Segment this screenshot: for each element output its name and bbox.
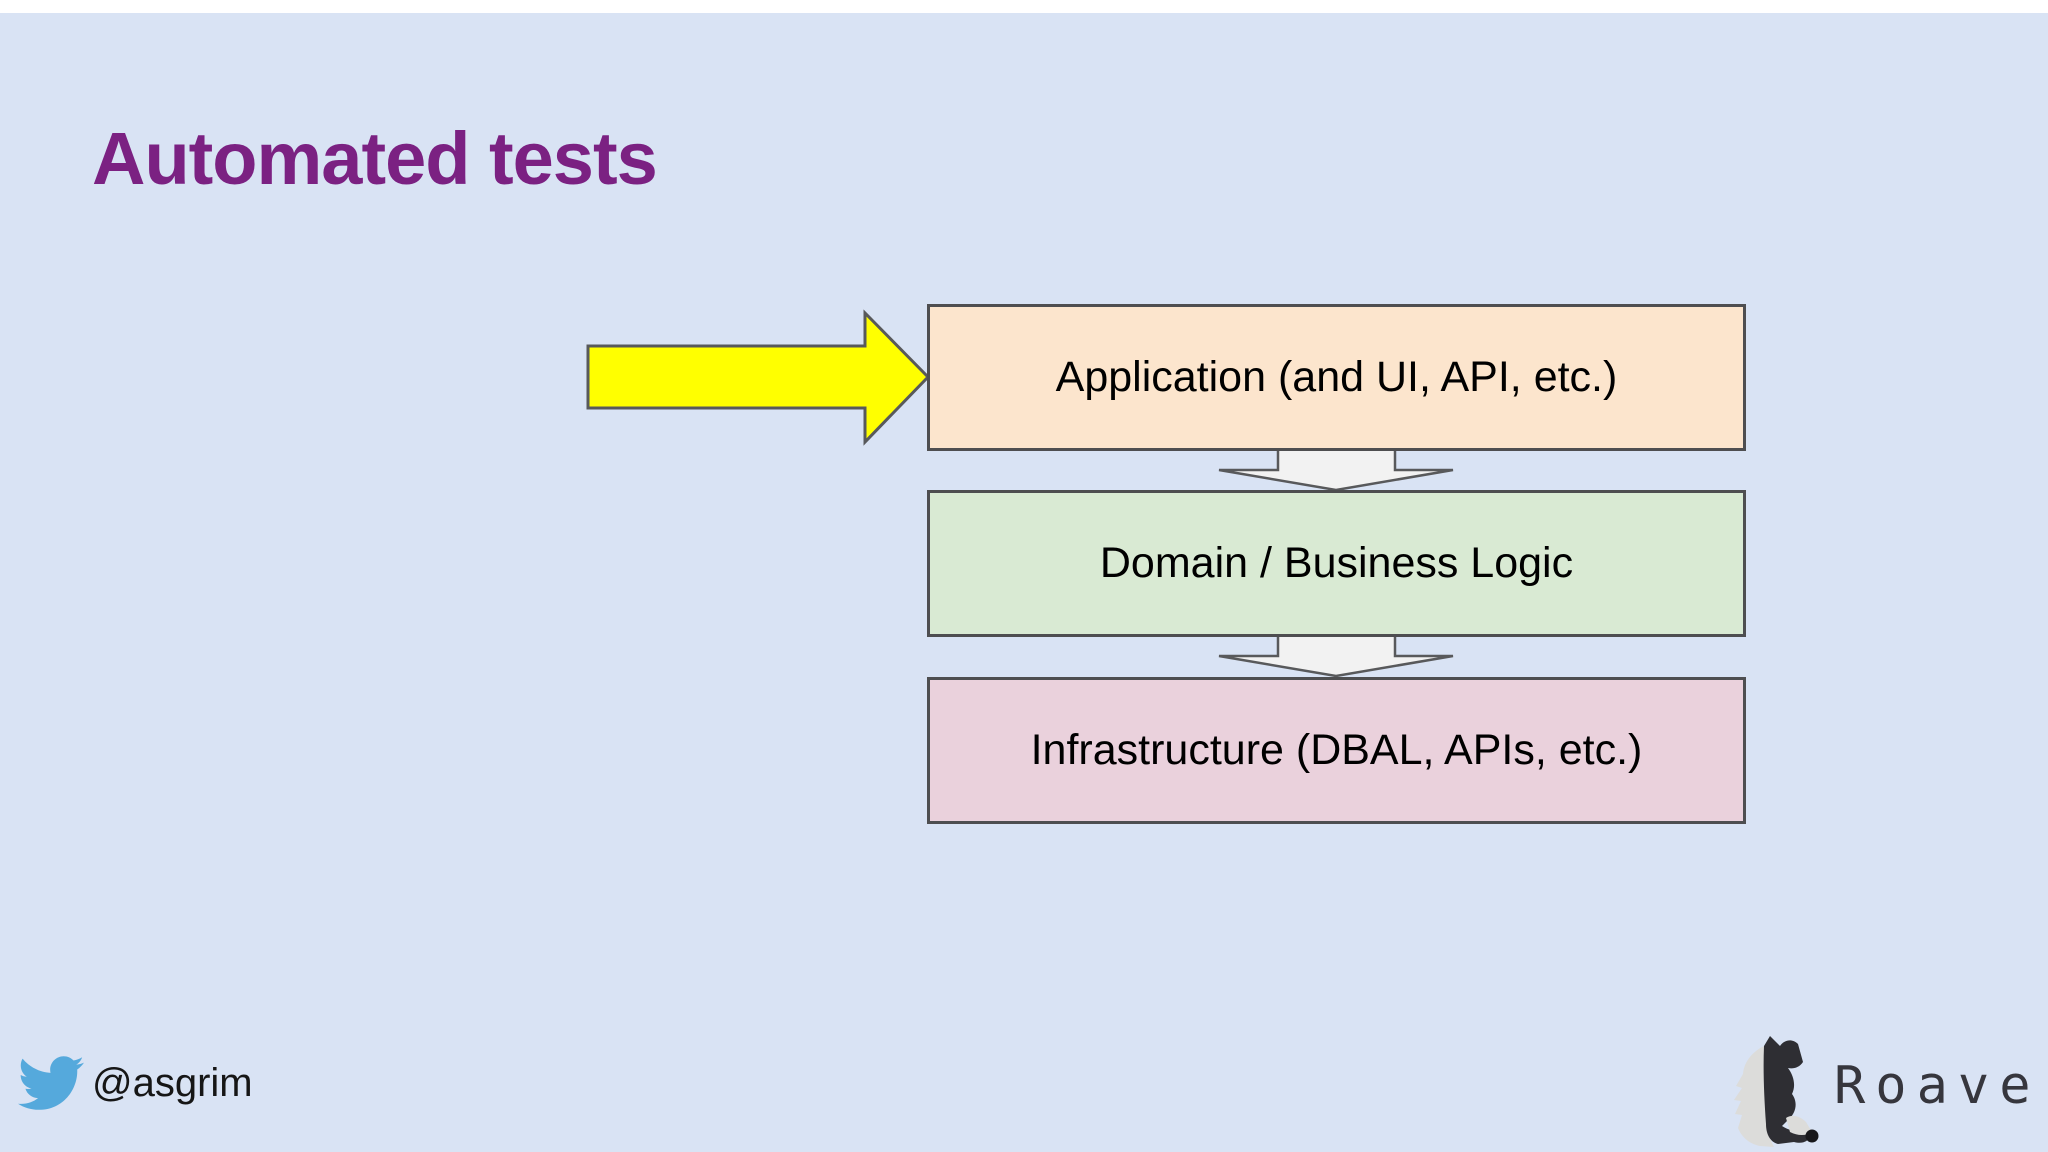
twitter-attribution: @asgrim [18, 1050, 253, 1116]
slide-title: Automated tests [92, 117, 658, 200]
dog-nose [1805, 1129, 1819, 1143]
brand-logo: Roave [1730, 1036, 2041, 1150]
layer-label-domain: Domain / Business Logic [1099, 539, 1574, 587]
layer-box-infrastructure: Infrastructure (DBAL, APIs, etc.) [927, 677, 1746, 824]
layer-box-application: Application (and UI, API, etc.) [927, 304, 1746, 451]
down-flow-arrow-icon [1218, 448, 1454, 492]
twitter-handle: @asgrim [92, 1060, 253, 1105]
yellow-right-arrow-icon [586, 309, 931, 446]
layer-label-application: Application (and UI, API, etc.) [1055, 353, 1618, 401]
brand-name: Roave [1834, 1056, 2041, 1116]
layer-label-infrastructure: Infrastructure (DBAL, APIs, etc.) [1030, 726, 1643, 774]
down-flow-arrow-icon [1218, 634, 1454, 678]
roave-dog-icon [1734, 1036, 1819, 1147]
layer-box-domain: Domain / Business Logic [927, 490, 1746, 637]
top-letterbox-strip [0, 0, 2048, 13]
twitter-bird-icon [18, 1056, 84, 1110]
